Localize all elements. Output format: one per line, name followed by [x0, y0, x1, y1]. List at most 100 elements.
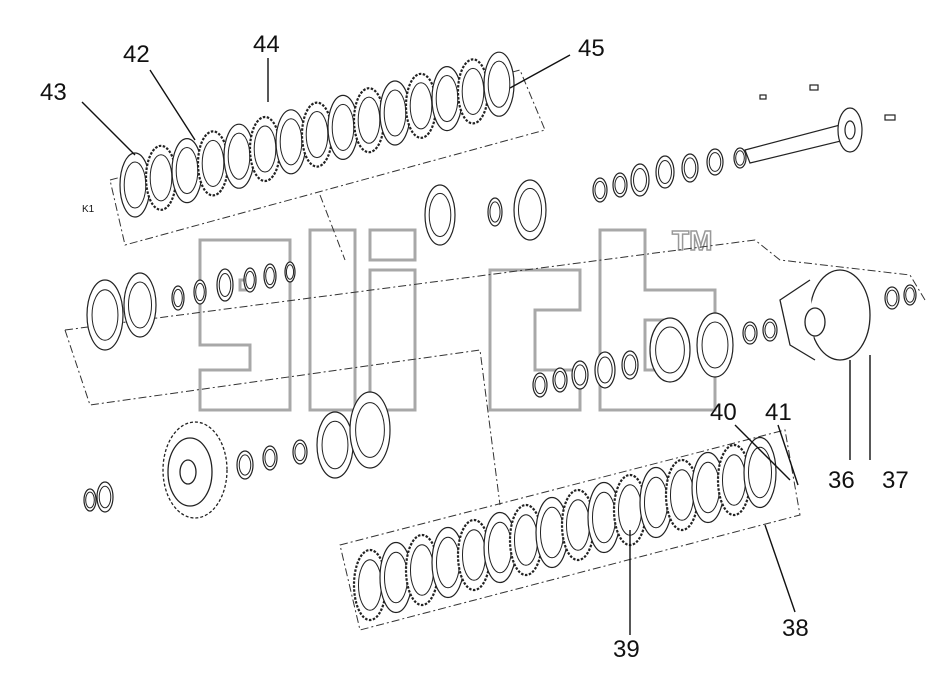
lower-plate	[664, 458, 700, 532]
ring-part	[216, 268, 234, 302]
upper-plate	[404, 72, 438, 139]
ring-part	[424, 184, 456, 246]
callout-43: 43	[40, 79, 67, 106]
lower-plate	[743, 436, 777, 509]
clutch-drum	[779, 269, 871, 361]
ring-part	[236, 450, 254, 480]
upper-plate	[119, 152, 151, 218]
lower-plate	[352, 548, 388, 622]
upper-plate	[327, 94, 359, 161]
watermark-letter-1	[198, 238, 292, 412]
callout-41: 41	[765, 399, 792, 426]
ring-part	[594, 351, 616, 389]
lower-plate	[379, 541, 413, 614]
ring-part	[592, 177, 608, 203]
ring-part	[696, 312, 734, 378]
upper-plate	[248, 115, 282, 183]
leader-43	[81, 101, 136, 156]
upper-plate	[275, 109, 307, 175]
watermark-letter-5	[598, 228, 717, 412]
ring-part	[571, 360, 589, 390]
callout-44: 44	[253, 31, 280, 58]
leader-45	[509, 54, 571, 89]
ring-part	[621, 350, 639, 380]
ring-part	[884, 286, 900, 310]
lower-plate	[483, 511, 517, 584]
ring-part	[762, 318, 778, 342]
callout-39: 39	[613, 636, 640, 663]
ring-part	[487, 197, 503, 227]
callout-45: 45	[578, 35, 605, 62]
upper-pack-frame	[109, 69, 546, 246]
upper-plate	[456, 58, 490, 125]
upper-plate	[483, 51, 515, 117]
ring-part	[513, 179, 547, 241]
ring-part	[86, 279, 124, 351]
watermark-letter-3	[368, 228, 417, 412]
ring-part	[655, 155, 675, 189]
ring-part	[292, 439, 308, 465]
upper-plate	[379, 80, 411, 146]
ring-part	[349, 391, 391, 469]
ring-part	[243, 267, 257, 293]
middle-return	[64, 329, 501, 506]
lower-plate	[431, 526, 465, 599]
callout-36: 36	[828, 467, 855, 494]
lower-plate	[456, 518, 492, 592]
leader-lines	[81, 54, 871, 635]
callout-37: 37	[882, 467, 909, 494]
watermark: TM	[198, 224, 717, 412]
upper-plate	[223, 123, 255, 189]
ring-part	[681, 153, 699, 183]
watermark-letter-2	[308, 228, 357, 412]
spur-gear	[162, 421, 228, 519]
ring-part	[171, 285, 185, 311]
upper-clutch-pack	[119, 51, 515, 218]
upper-plate	[431, 65, 463, 132]
upper-plate	[352, 87, 386, 154]
leader-40	[734, 424, 791, 481]
upper-plate	[300, 101, 334, 168]
ring-part	[612, 172, 628, 198]
ring-part	[123, 272, 157, 338]
section-label: K1	[82, 204, 95, 215]
link-upper-mid	[319, 194, 346, 261]
small-rings	[83, 147, 917, 513]
ring-part	[630, 163, 650, 197]
ring-part	[706, 148, 724, 176]
watermark-tm: TM	[672, 225, 712, 256]
leader-38	[764, 524, 796, 613]
callout-38: 38	[782, 615, 809, 642]
lower-plate	[639, 466, 673, 539]
lower-plate	[716, 443, 752, 517]
ring-part	[96, 481, 114, 513]
ring-part	[316, 411, 354, 479]
ring-part	[284, 261, 296, 283]
callout-42: 42	[123, 41, 150, 68]
ring-part	[552, 367, 568, 393]
upper-plate	[196, 130, 230, 197]
lower-plate	[587, 481, 621, 554]
ring-part	[532, 372, 548, 398]
output-shaft	[744, 84, 896, 164]
ring-part	[649, 317, 691, 383]
ring-part	[262, 445, 278, 471]
ring-part	[733, 147, 747, 169]
watermark-letter-4	[488, 268, 582, 412]
ring-part	[263, 263, 277, 289]
callout-40: 40	[710, 399, 737, 426]
middle-frame	[64, 239, 926, 331]
lower-pack-frame	[339, 429, 801, 631]
ring-part	[193, 279, 207, 305]
upper-plate	[144, 144, 178, 211]
ring-part	[903, 284, 917, 306]
lower-plate	[535, 496, 569, 569]
ring-part	[742, 321, 758, 345]
lower-clutch-pack	[352, 436, 777, 622]
lower-plate	[612, 473, 648, 547]
assembly-lines	[64, 69, 926, 631]
leader-41	[777, 424, 799, 486]
ring-part	[83, 488, 97, 512]
